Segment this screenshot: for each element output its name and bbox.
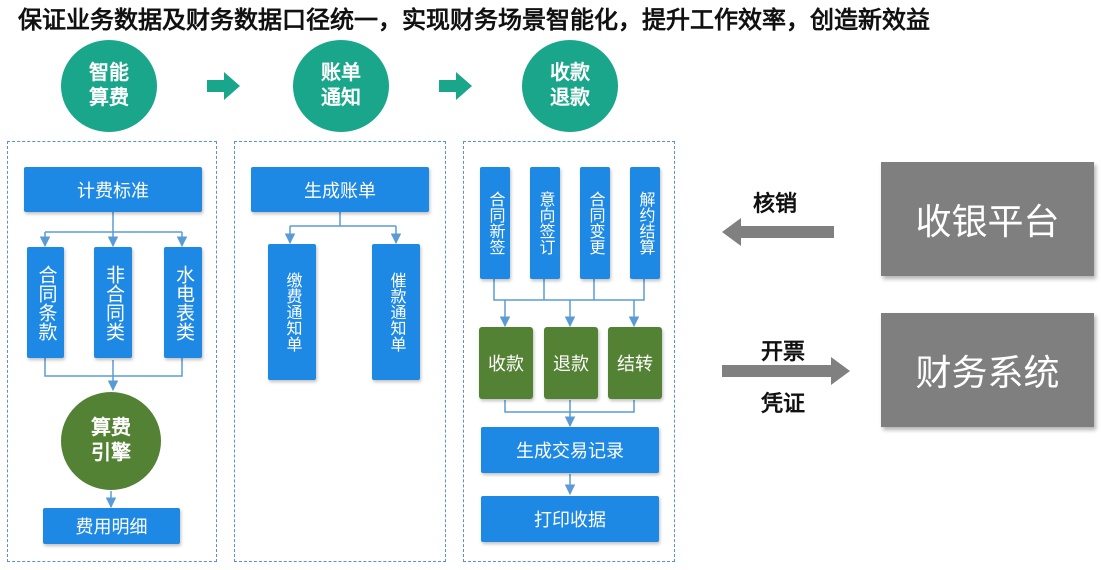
voucher-label: 凭证 (760, 391, 805, 416)
stage-line: 账单 (321, 62, 361, 84)
reminder-notice-box: 催款通知单 (372, 244, 420, 380)
stage-bill-notice: 账单 通知 (293, 40, 389, 132)
engine-line: 算费 (91, 417, 131, 439)
invoice-arrow (722, 357, 850, 385)
panel-bill (234, 141, 446, 562)
refund-box: 退款 (544, 327, 598, 399)
stage-line: 收款 (550, 62, 590, 84)
intent-sign-box: 意向签订 (530, 167, 560, 279)
stage-arrow-1 (207, 72, 240, 100)
stage-line: 算费 (89, 87, 129, 109)
billing-engine: 算费 引擎 (61, 392, 161, 490)
cashier-platform-box: 收银平台 (881, 162, 1094, 276)
headline: 保证业务数据及财务数据口径统一，实现财务场景智能化，提升工作效率，创造新效益 (18, 7, 930, 34)
writeoff-label: 核销 (752, 191, 797, 216)
stage-line: 通知 (321, 87, 361, 109)
stage-arrow-2 (439, 72, 472, 100)
contract-change-box: 合同变更 (580, 167, 610, 279)
stage-line: 退款 (550, 87, 590, 109)
termination-box: 解约结算 (630, 167, 660, 279)
panel2-connectors (284, 212, 402, 245)
engine-line: 引擎 (91, 442, 131, 464)
stage-line: 智能 (89, 62, 129, 84)
payment-notice-box: 缴费通知单 (268, 244, 316, 380)
new-contract-box: 合同新签 (480, 167, 510, 279)
billing-standard-box: 计费标准 (24, 167, 202, 212)
generate-bill-box: 生成账单 (251, 167, 429, 212)
panel1-connectors (39, 212, 188, 509)
fee-detail-box: 费用明细 (43, 508, 180, 544)
writeoff-arrow (722, 218, 834, 246)
contract-terms-box: 合同条款 (27, 247, 64, 358)
stage-smart-billing: 智能 算费 (61, 40, 157, 132)
collect-box: 收款 (479, 327, 533, 399)
carry-over-box: 结转 (608, 327, 662, 399)
meter-box: 水电表类 (164, 247, 202, 358)
non-contract-box: 非合同类 (94, 247, 132, 358)
panel3-connectors (493, 279, 645, 496)
stage-collect-refund: 收款 退款 (522, 40, 618, 132)
panel-collection (463, 141, 675, 562)
transaction-record-box: 生成交易记录 (481, 427, 659, 473)
invoice-label: 开票 (760, 339, 805, 364)
print-receipt-box: 打印收据 (481, 496, 659, 542)
panel-billing (7, 141, 217, 562)
finance-system-box: 财务系统 (881, 313, 1094, 427)
